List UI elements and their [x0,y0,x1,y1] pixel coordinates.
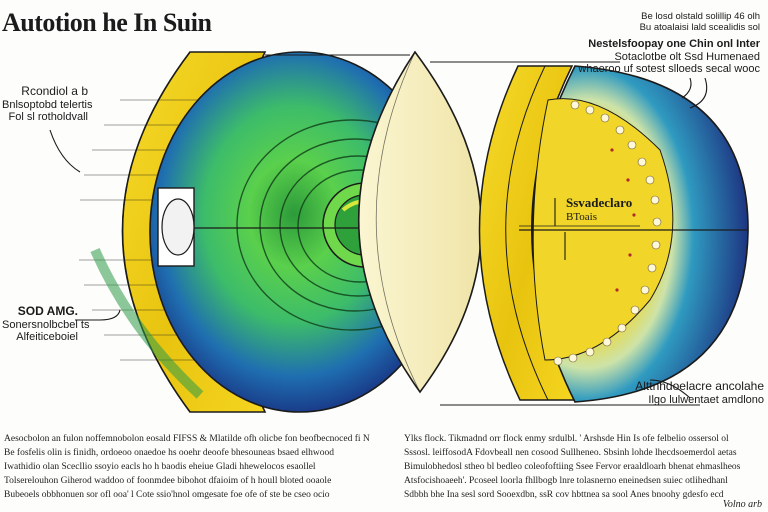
bottom-right-line-2: Ilgo lulwentaet amdlono [648,393,764,406]
corner-signature: Volno arb [722,499,762,510]
bottom-right-line-1: Alttnhdoelacre ancolahe [635,379,764,393]
right-paragraph-line: Ylks flock. Tikmadnd orr flock enmy srdu… [404,434,729,444]
left-mid-line-3: Alfeiticeboiel [16,331,78,344]
right-paragraph-line: Sssosl. leiffosodA Fdovbeall nen cosood … [404,448,737,458]
center-label: Ssvadeclaro BToais [566,195,633,224]
right-paragraph-line: Atsfocishoaeeh'. Pcoseel loorla fhllbogb… [404,476,728,486]
right-sphere-section [519,65,749,403]
top-right-line-1: Be losd olstald solillip 46 olh [641,11,760,22]
left-mid-line-1: SOD AMG. [17,304,78,318]
right-mid-line-2: Sotaclotbe olt Ssd Humenaed [614,50,760,63]
left-top-line-2: Bnlsoptobd telertis [2,98,93,111]
left-mid-label: SOD AMG. Sonersnolbcbel ts Alfeiticeboie… [2,304,90,344]
center-line-2: BToais [566,210,598,223]
left-paragraph: Aesocbolon an fulon noffemnobolon eosald… [4,432,370,502]
bottom-right-label: Alttnhdoelacre ancolahe Ilgo lulwentaet … [635,379,764,406]
left-paragraph-line: Bubeoels obbhonuen sor ofl ooa' l Cote s… [4,490,330,500]
diagram-title: Autotion he In Suin [2,8,212,37]
top-right-line-2: Bu atoalaisi lald scealidis sol [639,21,760,33]
right-mid-line-1: Nestelsfoopay one Chin onl Inter [588,38,760,50]
leader-lines [49,77,708,399]
right-paragraph-line: Bimulobhedosl stheo bl bedleo coleofofti… [404,462,741,472]
left-paragraph-line: Tolserelouhon Giherod waddoo of foonmdee… [4,476,332,486]
left-top-label: Rcondiol a b Bnlsoptobd telertis Fol sl … [2,84,93,124]
left-paragraph-line: Be fosfelis olin is finidh, ordoeoo onae… [4,448,335,458]
cream-lens [357,50,483,394]
top-bracket [265,54,700,406]
center-line-1: Ssvadeclaro [566,195,633,210]
right-mid-note: Nestelsfoopay one Chin onl Inter Sotaclo… [578,38,760,76]
left-mid-line-2: Sonersnolbcbel ts [2,318,90,331]
left-paragraph-line: Aesocbolon an fulon noffemnobolon eosald… [4,434,370,444]
left-top-line-1: Rcondiol a b [21,84,88,98]
left-paragraph-line: Iwathidio olan Scecllio ssoyio eacls ho … [4,462,316,472]
right-mid-line-3: whaeroo uf sotest slloeds secal wooc [578,63,760,76]
right-paragraph: Ylks flock. Tikmadnd orr flock enmy srdu… [404,432,766,502]
left-top-line-3: Fol sl rotholdvall [8,111,88,124]
right-paragraph-line: Sdbbh bhe Ina sesl sord Sooexdbn, ssR co… [404,490,724,500]
top-right-note: Be losd olstald solillip 46 olh Bu atoal… [639,11,760,34]
